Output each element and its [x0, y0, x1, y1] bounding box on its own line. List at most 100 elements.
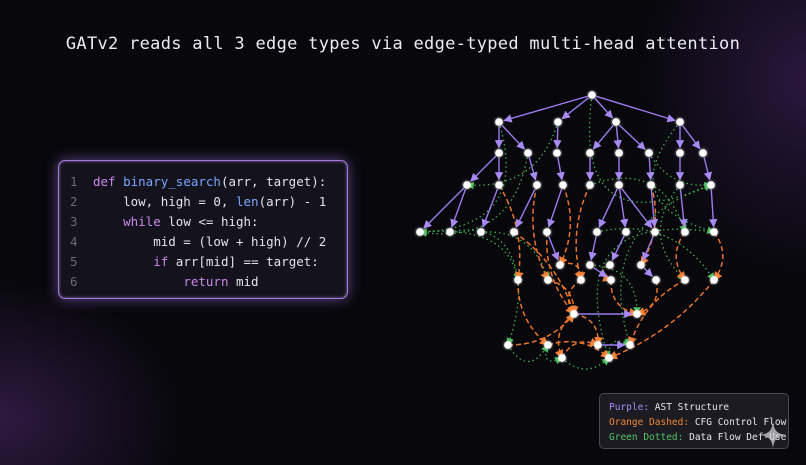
code-token: mid: [228, 274, 259, 289]
graph-node: [577, 276, 585, 284]
graph-node: [676, 181, 684, 189]
graph-node: [676, 118, 684, 126]
graph-node: [543, 228, 551, 236]
code-token: def: [93, 174, 124, 189]
graph-node: [606, 261, 614, 269]
edge: [589, 177, 687, 233]
line-number: 6: [70, 274, 78, 289]
edge: [480, 231, 550, 281]
code-line: 6 return mid: [59, 272, 347, 292]
code-token: low <= high:: [160, 214, 259, 229]
edge: [556, 157, 565, 181]
graph-node: [586, 261, 594, 269]
edge: [598, 188, 618, 228]
edge: [679, 189, 688, 228]
legend-ast: Purple: AST Structure: [609, 402, 730, 413]
edge: [620, 184, 712, 346]
graph-node: [586, 149, 594, 157]
edge: [532, 184, 549, 282]
graph-node: [477, 228, 485, 236]
edge: [513, 231, 576, 316]
graph-node: [699, 149, 707, 157]
edge: [503, 95, 588, 123]
edge: [588, 236, 597, 261]
graph-node: [514, 276, 522, 284]
edge: [628, 279, 686, 347]
edge: [607, 279, 715, 360]
graph-node: [615, 181, 623, 189]
edge: [682, 125, 701, 150]
graph-node: [554, 118, 562, 126]
edge: [593, 267, 608, 278]
code-line: 2 low, high = 0, len(arr) - 1: [59, 192, 347, 212]
edge: [675, 231, 686, 281]
edge: [561, 337, 600, 359]
legend: Purple: AST Structure Orange Dashed: CFG…: [599, 393, 789, 449]
edge: [507, 313, 575, 346]
legend-dataflow: Green Dotted: Data Flow Def-Use: [609, 432, 787, 443]
graph-node: [633, 310, 641, 318]
line-number: 4: [70, 234, 78, 249]
edge: [466, 121, 559, 190]
line-number: 3: [70, 214, 78, 229]
edge: [481, 188, 499, 228]
edge: [643, 267, 653, 277]
edge: [589, 264, 641, 315]
code-token: arr[mid] == target:: [168, 254, 319, 269]
page-title: GATv2 reads all 3 edge types via edge-ty…: [65, 34, 741, 54]
edge: [648, 152, 712, 190]
dataflow-edges: [419, 94, 715, 370]
graph-node: [605, 354, 613, 362]
graph-node: [495, 118, 503, 126]
graph-node: [524, 149, 532, 157]
code-line: 5 if arr[mid] == target:: [59, 252, 347, 272]
code-token: (arr, target):: [220, 174, 327, 189]
code-token: len: [236, 194, 259, 209]
graph-node: [558, 354, 566, 362]
code-token: while: [123, 214, 161, 229]
line-number: 2: [70, 194, 78, 209]
code-line: 3 while low <= high:: [59, 212, 347, 232]
edge: [596, 228, 715, 359]
edge: [621, 188, 653, 229]
graph-node: [707, 181, 715, 189]
edge: [588, 94, 712, 203]
edge: [423, 187, 465, 229]
graph-node: [559, 181, 567, 189]
edge: [640, 184, 657, 266]
edge: [553, 126, 562, 149]
edge: [610, 279, 639, 317]
graph-node: [651, 228, 659, 236]
graph-node: [607, 276, 615, 284]
edge: [611, 235, 625, 261]
edge: [419, 121, 507, 236]
code-token: mid = (low + high) // 2: [93, 234, 327, 249]
graph-node: [463, 181, 471, 189]
graph-node: [556, 261, 564, 269]
edge: [554, 313, 575, 360]
graph-node: [710, 276, 718, 284]
edge: [517, 279, 549, 346]
edge: [565, 279, 582, 315]
edge: [528, 157, 538, 181]
edge: [449, 229, 521, 281]
graph-node: [533, 181, 541, 189]
graph-node: [681, 228, 689, 236]
cfg-edges: [498, 184, 724, 360]
edge: [649, 189, 659, 228]
graph-node: [637, 261, 645, 269]
edge: [573, 313, 604, 347]
edge: [646, 157, 655, 181]
edge: [594, 97, 614, 119]
graph-node: [652, 276, 660, 284]
graph-node: [416, 228, 424, 236]
edge: [618, 124, 646, 150]
code-token: binary_search: [123, 174, 221, 189]
graph-node: [593, 228, 601, 236]
edge: [419, 152, 529, 237]
code-token: if: [153, 254, 169, 269]
graph-node: [681, 276, 689, 284]
code-token: return: [183, 274, 229, 289]
